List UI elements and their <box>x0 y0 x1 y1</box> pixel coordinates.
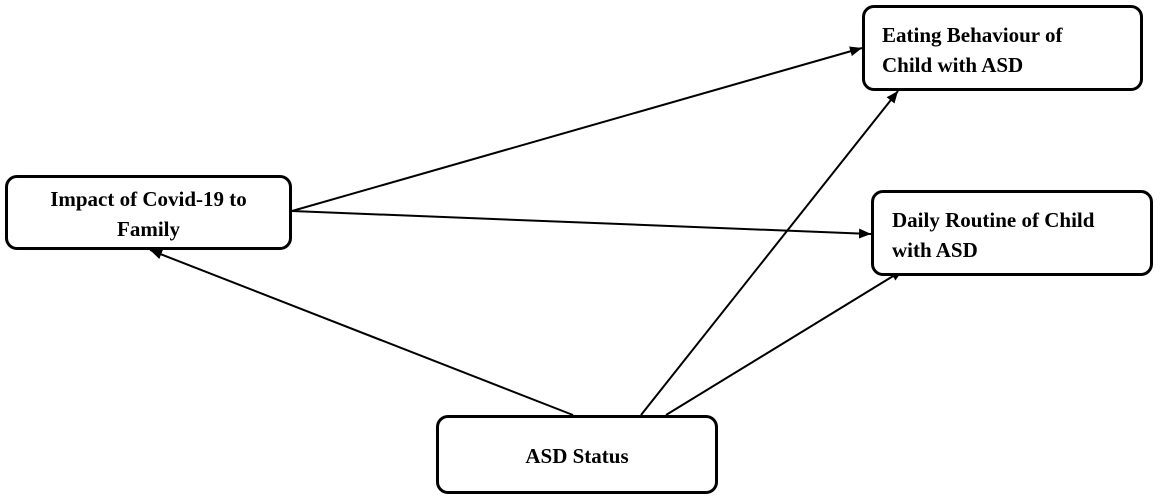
impact-of-covid-node: Impact of Covid-19 to Family <box>5 175 292 250</box>
eating-node-label-line1: Eating Behaviour of <box>882 23 1063 47</box>
eating-node-label-line2: Child with ASD <box>882 53 1024 77</box>
arrow-impact-to-eating <box>291 46 863 212</box>
arrow-asd-to-routine <box>665 269 904 416</box>
arrow-impact-to-routine <box>291 210 872 239</box>
routine-node-label-line1: Daily Routine of Child <box>892 208 1095 232</box>
asd-node-label: ASD Status <box>525 444 629 468</box>
arrow-asd-to-eating <box>640 90 899 416</box>
daily-routine-node: Daily Routine of Child with ASD <box>871 190 1153 276</box>
arrow-asd-to-impact <box>149 249 574 416</box>
impact-node-label-line1: Impact of Covid-19 to <box>50 187 247 211</box>
routine-node-label-line2: with ASD <box>892 238 978 262</box>
eating-behaviour-node: Eating Behaviour of Child with ASD <box>862 5 1143 91</box>
asd-status-node: ASD Status <box>436 415 718 494</box>
impact-node-label-line2: Family <box>117 217 180 241</box>
